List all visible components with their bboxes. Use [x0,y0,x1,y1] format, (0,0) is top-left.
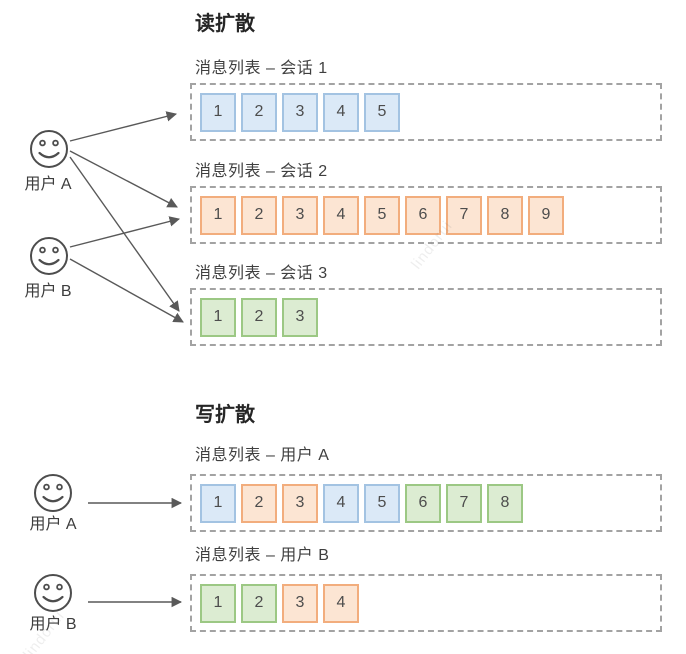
message-square: 2 [241,483,277,523]
read-user-a-label: 用户 A [24,176,72,193]
message-square: 1 [200,483,236,523]
message-square: 6 [405,483,441,523]
message-square: 7 [446,483,482,523]
write-section-title: 写扩散 [195,404,255,426]
session-2-list-label: 消息列表 – 会话 2 [195,163,328,180]
message-square: 6 [405,195,441,235]
write-user-a-avatar-icon [34,474,72,512]
message-square: 3 [282,297,318,337]
message-square: 2 [241,583,277,623]
user-b-avatar-icon [30,237,68,275]
message-square: 8 [487,483,523,523]
write-user-a-label: 用户 A [29,516,77,533]
message-square: 5 [364,483,400,523]
arrow-user-b-session-2 [69,216,181,248]
message-square: 8 [487,195,523,235]
message-square: 3 [282,195,318,235]
session-3-list-label: 消息列表 – 会话 3 [195,265,328,282]
session-1-list-label: 消息列表 – 会话 1 [195,60,328,77]
message-square: 4 [323,92,359,132]
message-square: 2 [241,195,277,235]
message-square: 4 [323,583,359,623]
message-square: 7 [446,195,482,235]
arrow-user-a-session-1 [69,111,178,142]
write-user-b-list-label: 消息列表 – 用户 B [195,547,330,564]
message-square: 1 [200,195,236,235]
message-square: 9 [528,195,564,235]
write-user-b-label: 用户 B [29,616,77,633]
write-user-b-avatar-icon [34,574,72,612]
message-square: 3 [282,92,318,132]
message-square: 1 [200,297,236,337]
message-square: 5 [364,195,400,235]
message-square: 5 [364,92,400,132]
read-user-b-label: 用户 B [24,283,72,300]
message-square: 3 [282,583,318,623]
message-square: 4 [323,483,359,523]
message-square: 4 [323,195,359,235]
write-user-a-list-label: 消息列表 – 用户 A [195,447,330,464]
message-square: 1 [200,92,236,132]
user-a-avatar-icon [30,130,68,168]
message-square: 2 [241,92,277,132]
message-square: 2 [241,297,277,337]
message-square: 3 [282,483,318,523]
message-square: 1 [200,583,236,623]
read-section-title: 读扩散 [195,13,255,35]
